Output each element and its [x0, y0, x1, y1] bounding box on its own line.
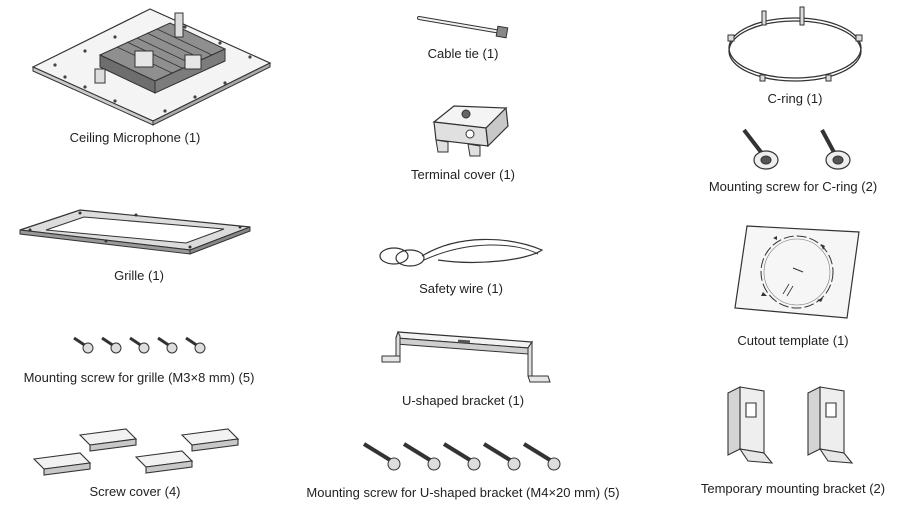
caption: Cutout template (1) — [737, 333, 849, 348]
caption: Temporary mounting bracket (2) — [700, 481, 886, 496]
c-ring-illustration — [720, 5, 870, 85]
cable-tie-illustration — [415, 12, 515, 42]
caption: Ceiling Microphone (1) — [69, 130, 201, 145]
caption: Terminal cover (1) — [410, 167, 516, 182]
ceiling-microphone-illustration — [25, 5, 275, 125]
screw-cover-illustration — [30, 423, 250, 477]
cutout-template-illustration — [733, 222, 863, 322]
caption: U-shaped bracket (1) — [401, 393, 525, 408]
temporary-bracket-illustration — [720, 383, 870, 473]
caption: Screw cover (4) — [89, 484, 181, 499]
caption: Mounting screw for C-ring (2) — [708, 179, 878, 194]
safety-wire-illustration — [378, 230, 548, 270]
caption: Cable tie (1) — [427, 46, 499, 61]
grille-illustration — [16, 207, 256, 257]
u-bracket-screw-illustration — [360, 440, 570, 476]
caption: C-ring (1) — [767, 91, 823, 106]
grille-screw-illustration — [70, 334, 210, 358]
c-ring-screw-illustration — [738, 126, 868, 176]
caption: Safety wire (1) — [419, 281, 503, 296]
caption: Mounting screw for grille (M3×8 mm) (5) — [23, 370, 255, 385]
caption: Mounting screw for U-shaped bracket (M4×… — [306, 485, 620, 500]
caption: Grille (1) — [114, 268, 164, 283]
terminal-cover-illustration — [428, 100, 518, 160]
u-bracket-illustration — [378, 326, 558, 386]
